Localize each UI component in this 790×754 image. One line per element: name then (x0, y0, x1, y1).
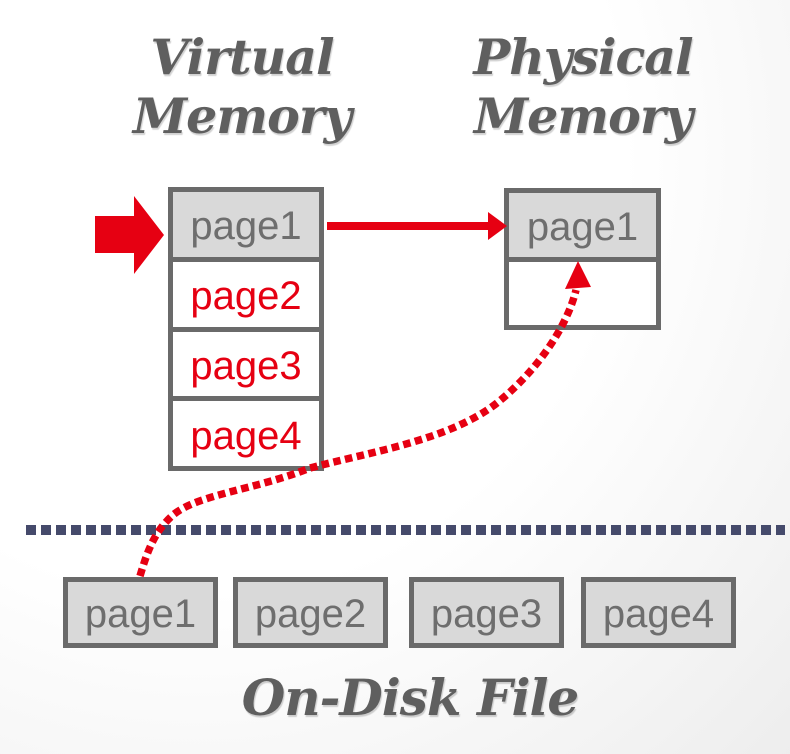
disk-page2-box: page2 (233, 577, 388, 648)
virtual-memory-title: Virtual Memory (132, 28, 352, 145)
disk-page4-box: page4 (581, 577, 736, 648)
mapping-arrow-icon (327, 212, 507, 240)
virtual-page3-cell: page3 (173, 331, 319, 397)
virtual-page1-cell: page1 (173, 192, 319, 257)
physical-frame2-empty-cell (509, 261, 656, 325)
virtual-page4-cell: page4 (173, 401, 319, 466)
disk-page3-box: page3 (409, 577, 564, 648)
physical-frame1-cell: page1 (509, 193, 656, 257)
on-disk-file-title: On-Disk File (241, 668, 580, 727)
physical-memory-title: Physical Memory (473, 28, 693, 145)
virtual-page2-cell: page2 (173, 261, 319, 327)
disk-page1-box: page1 (63, 577, 218, 648)
current-access-arrow-icon (95, 196, 164, 274)
virtual-memory-column: page1 page2 page3 page4 (168, 187, 324, 471)
physical-memory-column: page1 (504, 188, 661, 330)
